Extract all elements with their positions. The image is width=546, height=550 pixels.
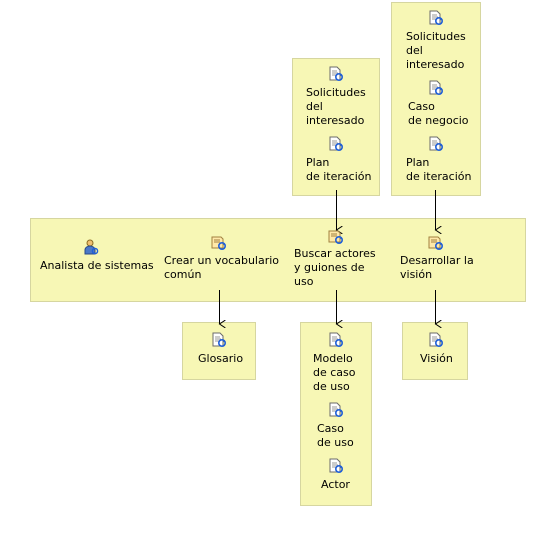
output-actor-label[interactable]: Actor [321, 478, 350, 491]
role-label[interactable]: Analista de sistemas [40, 259, 154, 272]
output-vision-label[interactable]: Visión [420, 352, 453, 365]
artifact-icon [429, 10, 444, 26]
task-desarrollar-vision-label[interactable]: Desarrollar la visión [400, 254, 474, 281]
output-glosario-label[interactable]: Glosario [198, 352, 244, 365]
input-left-plan-label[interactable]: Plan de iteración [306, 156, 372, 183]
output-modelo-caso-uso-label[interactable]: Modelo de caso de uso [313, 352, 356, 393]
input-right-caso-negocio-label[interactable]: Caso de negocio [408, 100, 469, 127]
task-icon [328, 230, 344, 245]
artifact-icon [429, 80, 444, 96]
task-icon [428, 236, 444, 251]
input-left-solicitudes-label[interactable]: Solicitudes del interesado [306, 86, 366, 127]
artifact-icon [212, 332, 227, 348]
input-group-right [391, 2, 481, 196]
task-crear-vocabulario-label[interactable]: Crear un vocabulario común [164, 254, 280, 281]
activity-band [30, 218, 526, 302]
artifact-icon [429, 332, 444, 348]
artifact-icon [329, 66, 344, 82]
artifact-icon [429, 136, 444, 152]
artifact-icon [329, 332, 344, 348]
task-buscar-actores-label[interactable]: Buscar actores y guiones de uso [294, 247, 376, 288]
artifact-icon [329, 402, 344, 418]
output-group-glosario [182, 322, 256, 380]
artifact-icon [329, 136, 344, 152]
input-right-plan-label[interactable]: Plan de iteración [406, 156, 472, 183]
artifact-icon [329, 458, 344, 474]
input-right-solicitudes-label[interactable]: Solicitudes del interesado [406, 30, 466, 71]
role-icon [84, 239, 99, 255]
task-icon [211, 236, 227, 251]
output-caso-uso-label[interactable]: Caso de uso [317, 422, 354, 449]
input-group-left [292, 58, 380, 196]
